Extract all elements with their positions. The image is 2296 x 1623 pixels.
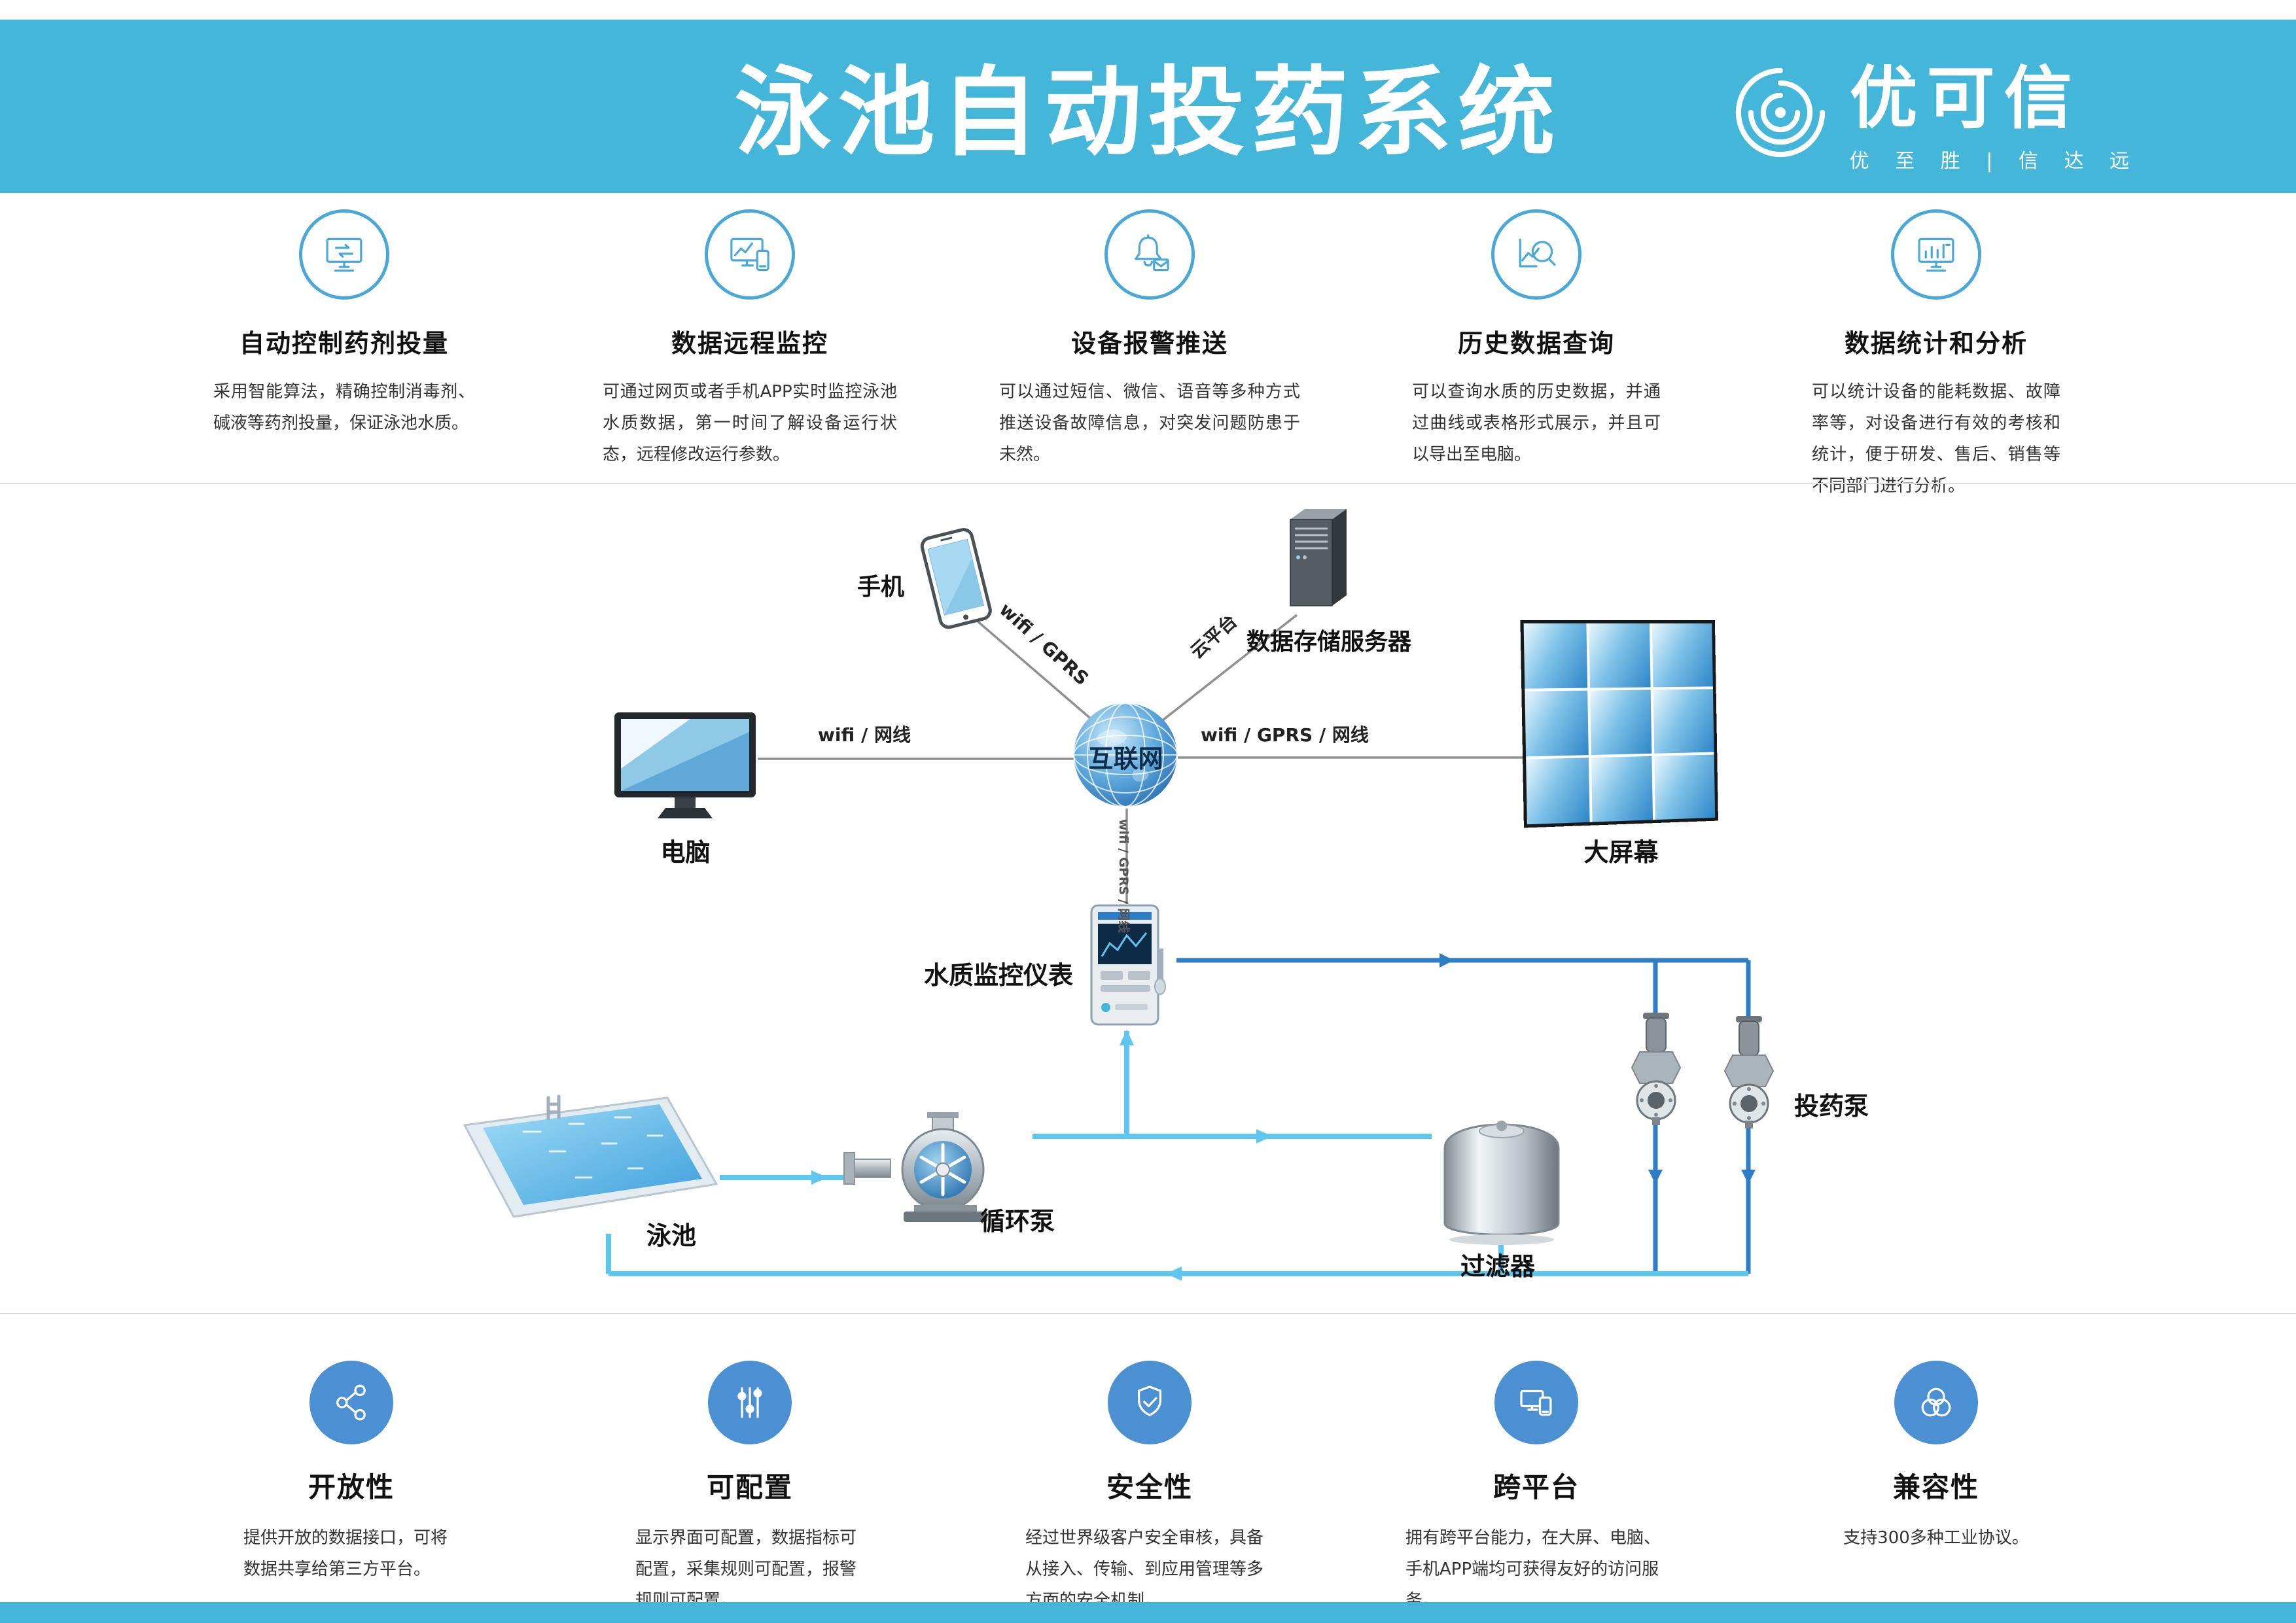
feature-configurable: 可配置 显示界面可配置，数据指标可配置，采集规则可配置，报警规则可配置。 xyxy=(599,1361,900,1616)
feature-icon-circle xyxy=(1108,1361,1192,1444)
dosing-pump-node-1 xyxy=(1621,1013,1690,1128)
server-node xyxy=(1281,502,1353,615)
water-monitor-label: 水质监控仪表 xyxy=(923,961,1073,990)
filter-label: 过滤器 xyxy=(1460,1252,1536,1281)
feature-icon-circle xyxy=(299,209,389,300)
share-nodes-icon xyxy=(336,1384,366,1421)
feature-title: 数据远程监控 xyxy=(671,329,828,358)
venn-circles-icon xyxy=(1921,1387,1951,1417)
circulation-pump-label: 循环泵 xyxy=(980,1207,1055,1236)
circulation-pump-icon xyxy=(843,1112,987,1222)
feature-icon-circle xyxy=(708,1361,792,1444)
feature-desc: 可通过网页或者手机APP实时监控泳池水质数据，第一时间了解设备运行状态，远程修改… xyxy=(603,382,897,465)
feature-cross-platform: 跨平台 拥有跨平台能力，在大屏、电脑、手机APP端均可获得友好的访问服务。 xyxy=(1386,1361,1687,1616)
brand-name: 优可信 xyxy=(1849,58,2081,138)
feature-compatibility: 兼容性 支持300多种工业协议。 xyxy=(1786,1361,2087,1554)
feature-history-query: 历史数据查询 可以查询水质的历史数据，并通过曲线或表格形式展示，并且可以导出至电… xyxy=(1386,209,1687,470)
feature-desc: 经过世界级客户安全审核，具备从接入、传输、到应用管理等多方面的安全机制。 xyxy=(1025,1528,1264,1611)
water-monitor-node xyxy=(1087,903,1166,1030)
feature-title: 跨平台 xyxy=(1492,1471,1580,1503)
dosing-pump-node-2 xyxy=(1714,1016,1783,1131)
dosing-pump-icon xyxy=(1723,1016,1775,1128)
dosing-pump-label: 投药泵 xyxy=(1794,1092,1869,1121)
alarm-bell-mail-icon xyxy=(1135,234,1169,271)
monitor-phone-icon xyxy=(730,237,769,271)
pool-node xyxy=(451,1086,726,1242)
sliders-icon xyxy=(737,1387,762,1418)
monitor-barchart-icon xyxy=(1918,237,1954,272)
link-label-computer-internet: wifi / 网线 xyxy=(818,724,911,746)
brand-tagline: 优 至 胜 | 信 达 远 xyxy=(1849,150,2139,173)
header-bar: 泳池自动投药系统 优可信 优 至 胜 | 信 达 远 xyxy=(0,20,2296,193)
feature-desc: 可以查询水质的历史数据，并通过曲线或表格形式展示，并且可以导出至电脑。 xyxy=(1412,382,1661,465)
bigscreen-node xyxy=(1520,620,1718,828)
feature-title: 开放性 xyxy=(308,1471,395,1503)
chart-magnifier-icon xyxy=(1519,238,1556,268)
globe-icon xyxy=(1073,703,1178,807)
server-tower-icon xyxy=(1290,509,1347,606)
feature-title: 可配置 xyxy=(706,1471,793,1503)
server-label: 数据存储服务器 xyxy=(1246,629,1412,655)
feature-icon-circle xyxy=(705,209,795,300)
feature-alarm-push: 设备报警推送 可以通过短信、微信、语音等多种方式推送设备故障信息，对突发问题防患… xyxy=(999,209,1300,470)
brand-swirl-icon xyxy=(1735,67,1825,158)
feature-icon-circle xyxy=(1494,1361,1578,1444)
internet-node: 互联网 xyxy=(1072,701,1180,812)
feature-title: 历史数据查询 xyxy=(1457,329,1615,358)
shield-check-icon xyxy=(1137,1386,1162,1416)
filter-node xyxy=(1426,1102,1577,1252)
section-divider-bottom xyxy=(0,1313,2296,1314)
feature-icon-circle xyxy=(309,1361,393,1444)
circulation-pump-node xyxy=(841,1112,1034,1227)
feature-auto-dosing: 自动控制药剂投量 采用智能算法，精确控制消毒剂、碱液等药剂投量，保证泳池水质。 xyxy=(194,209,495,439)
page-title: 泳池自动投药系统 xyxy=(734,56,1562,169)
feature-icon-circle xyxy=(1891,209,1981,300)
brand-logo: 优可信 优 至 胜 | 信 达 远 xyxy=(1731,58,2139,173)
feature-desc: 拥有跨平台能力，在大屏、电脑、手机APP端均可获得友好的访问服务。 xyxy=(1405,1528,1661,1611)
feature-title: 数据统计和分析 xyxy=(1844,329,2028,358)
link-label-internet-bigscreen: wifi / GPRS / 网线 xyxy=(1201,724,1369,746)
cross-platform-icon xyxy=(1520,1389,1552,1416)
feature-desc: 提供开放的数据接口，可将数据共享给第三方平台。 xyxy=(243,1528,448,1580)
computer-node xyxy=(612,710,759,825)
feature-statistics: 数据统计和分析 可以统计设备的能耗数据、故障率等，对设备进行有效的考核和统计，便… xyxy=(1786,209,2087,502)
feature-icon-circle xyxy=(1894,1361,1978,1444)
phone-node xyxy=(915,524,999,637)
internet-label: 互联网 xyxy=(1088,744,1163,773)
smartphone-icon xyxy=(920,528,992,629)
monitor-sync-icon xyxy=(326,237,362,272)
feature-title: 自动控制药剂投量 xyxy=(239,329,449,358)
dosing-pump-icon xyxy=(1631,1013,1682,1125)
footer-bar xyxy=(0,1602,2296,1623)
desktop-monitor-icon xyxy=(614,712,756,818)
computer-label: 电脑 xyxy=(660,838,711,867)
feature-title: 兼容性 xyxy=(1892,1471,1979,1503)
feature-icon-circle xyxy=(1491,209,1581,300)
section-divider-top xyxy=(0,483,2296,484)
feature-desc: 可以通过短信、微信、语音等多种方式推送设备故障信息，对突发问题防患于未然。 xyxy=(999,382,1300,465)
link-label-internet-device: wifi / GPRS / 网线 xyxy=(1116,819,1131,934)
feature-remote-monitor: 数据远程监控 可通过网页或者手机APP实时监控泳池水质数据，第一时间了解设备运行… xyxy=(599,209,900,470)
feature-desc: 显示界面可配置，数据指标可配置，采集规则可配置，报警规则可配置。 xyxy=(635,1528,857,1611)
feature-icon-circle xyxy=(1104,209,1195,300)
feature-desc: 支持300多种工业协议。 xyxy=(1843,1528,2029,1548)
pool-label: 泳池 xyxy=(646,1221,697,1250)
feature-title: 安全性 xyxy=(1106,1471,1193,1503)
feature-desc: 可以统计设备的能耗数据、故障率等，对设备进行有效的考核和统计，便于研发、售后、销… xyxy=(1812,382,2060,497)
water-quality-meter-icon xyxy=(1090,904,1166,1026)
feature-title: 设备报警推送 xyxy=(1070,329,1228,358)
bigscreen-label: 大屏幕 xyxy=(1583,838,1659,867)
feature-desc: 采用智能算法，精确控制消毒剂、碱液等药剂投量，保证泳池水质。 xyxy=(213,382,475,434)
swimming-pool-icon xyxy=(463,1094,718,1218)
filter-tank-icon xyxy=(1443,1121,1560,1245)
feature-openness: 开放性 提供开放的数据接口，可将数据共享给第三方平台。 xyxy=(201,1361,502,1585)
phone-label: 手机 xyxy=(857,574,905,601)
feature-security: 安全性 经过世界级客户安全审核，具备从接入、传输、到应用管理等多方面的安全机制。 xyxy=(999,1361,1300,1616)
